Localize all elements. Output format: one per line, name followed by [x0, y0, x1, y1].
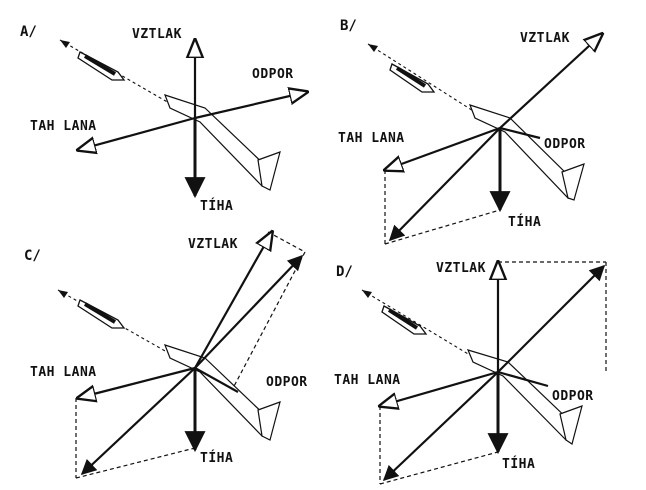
- panel-c: C/ VZTLAK ODPOR TAH LANA TÍHA: [24, 231, 308, 479]
- lift-label-c: VZTLAK: [188, 237, 238, 252]
- panel-label-c: C/: [24, 248, 41, 264]
- resultant-vector-c: [80, 367, 196, 476]
- weight-label-c: TÍHA: [200, 450, 233, 466]
- tow-label-a: TAH LANA: [30, 119, 97, 134]
- panel-label-b: B/: [340, 18, 357, 34]
- weight-label-b: TÍHA: [508, 214, 541, 230]
- drag-vector-b: [499, 126, 541, 140]
- panel-label-a: A/: [20, 24, 37, 40]
- tow-plane-b: [367, 43, 501, 129]
- tow-label-c: TAH LANA: [30, 365, 97, 380]
- glider-a: [163, 94, 281, 191]
- panel-d: D/ VZTLAK ODPOR TAH LANA TÍHA: [334, 261, 607, 485]
- weight-label-a: TÍHA: [200, 198, 233, 214]
- tow-vector-d: [380, 370, 499, 406]
- resultant-aero-vector-c: [194, 254, 304, 369]
- lift-vector-c: [194, 232, 272, 369]
- drag-label-a: ODPOR: [252, 67, 294, 82]
- tow-label-b: TAH LANA: [338, 131, 405, 146]
- drag-label-b: ODPOR: [544, 137, 586, 152]
- resultant-vector-b: [388, 127, 501, 242]
- resultant-aero-vector-d: [497, 264, 606, 373]
- lift-label-a: VZTLAK: [132, 27, 182, 42]
- drag-label-d: ODPOR: [552, 389, 594, 404]
- drag-vector-d: [497, 370, 549, 388]
- construction-line-d4: [379, 451, 499, 485]
- resultant-vector-d: [382, 371, 499, 482]
- glider-d: [466, 349, 583, 445]
- lift-label-d: VZTLAK: [436, 261, 486, 276]
- tow-vector-c: [78, 366, 196, 398]
- construction-line-b2: [384, 209, 501, 245]
- panel-b: B/ VZTLAK ODPOR TAH LANA TÍHA: [338, 18, 602, 245]
- glider-c: [163, 344, 281, 441]
- drag-label-c: ODPOR: [266, 375, 308, 390]
- tow-vector-a: [78, 116, 196, 150]
- lift-vector-b: [499, 34, 602, 129]
- tow-plane-a: [59, 39, 196, 119]
- tow-label-d: TAH LANA: [334, 373, 401, 388]
- weight-label-d: TÍHA: [502, 456, 535, 472]
- lift-label-b: VZTLAK: [520, 31, 570, 46]
- tow-plane-c: [57, 289, 196, 369]
- drag-vector-c: [194, 367, 239, 393]
- glider-b: [468, 104, 585, 201]
- tow-vector-b: [385, 126, 501, 170]
- panel-a: A/ VZTLAK ODPOR TAH LANA TÍHA: [20, 24, 307, 214]
- construction-line-c4: [231, 251, 306, 391]
- drag-vector-a: [194, 92, 307, 120]
- construction-line-c3: [267, 231, 306, 253]
- panel-label-d: D/: [336, 264, 353, 280]
